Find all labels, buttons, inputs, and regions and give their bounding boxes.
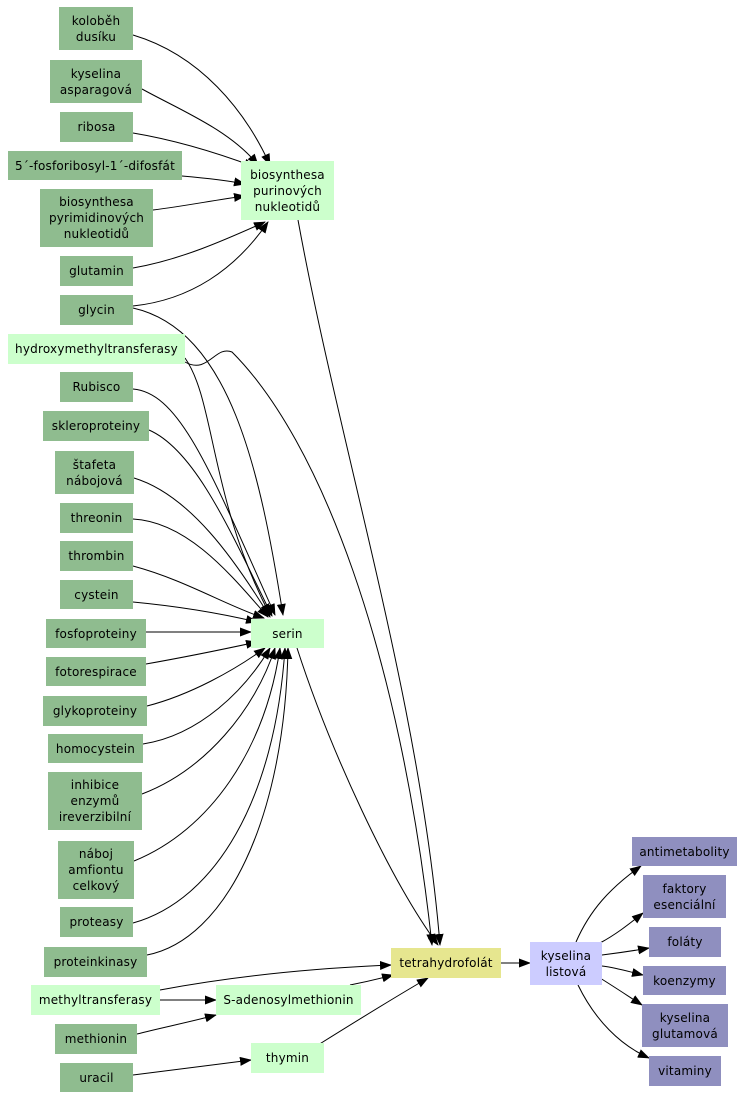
edge-thymin-to-thf [317, 977, 429, 1046]
node-rubisco[interactable]: Rubisco [60, 372, 133, 402]
edge-fosforibosyl-to-biopur [181, 175, 246, 187]
edge-asparag-to-biopur [141, 88, 259, 166]
node-thrombin[interactable]: thrombin [60, 541, 133, 571]
node-glykoproteiny[interactable]: glykoproteiny [43, 696, 147, 726]
node-proteasy[interactable]: proteasy [60, 907, 133, 937]
edge-glutamin-to-biopur [132, 221, 266, 269]
edge-stafeta-to-serin [133, 477, 271, 618]
node-kyselina-glutamova[interactable]: kyselina glutamová [642, 1004, 728, 1047]
edge-proteasy-to-serin [132, 647, 289, 924]
node-vitaminy[interactable]: vitaminy [649, 1056, 721, 1086]
node-skleroproteiny[interactable]: skleroproteiny [43, 411, 149, 441]
edge-methionin-to-sadenosyl [136, 1013, 217, 1035]
edge-serin-to-thf [296, 647, 439, 946]
node-s-adenosylmethionin[interactable]: S-adenosylmethionin [216, 985, 361, 1015]
node-proteinkinasy[interactable]: proteinkinasy [44, 947, 147, 977]
node-antimetabolity[interactable]: antimetabolity [632, 837, 737, 866]
edge-listova-to-faktory [599, 912, 644, 944]
node-methyltransferasy[interactable]: methyltransferasy [31, 985, 160, 1015]
node-uracil[interactable]: uracil [60, 1063, 133, 1092]
node-homocystein[interactable]: homocystein [48, 734, 143, 763]
edge-glycin-to-biopur [132, 221, 269, 307]
edge-inhibice-to-serin [141, 647, 276, 795]
edge-listova-to-vitaminy [577, 984, 650, 1059]
edge-methyltrans-to-thf [159, 960, 392, 991]
node-faktory-esencialni[interactable]: faktory esenciální [643, 875, 726, 918]
edge-rubisco-to-serin [132, 388, 276, 616]
node-biosynthesa-purinovych[interactable]: biosynthesa purinových nukleotidů [241, 161, 334, 220]
edge-hydroxy-to-thf [184, 350, 436, 946]
node-glycin[interactable]: glycin [60, 295, 133, 325]
node-kyselina-asparagova[interactable]: kyselina asparagová [50, 60, 142, 103]
node-fosforibosyl-difosfat[interactable]: 5´-fosforibosyl-1´-difosfát [8, 151, 182, 180]
node-biosynthesa-pyrimidinovych[interactable]: biosynthesa pyrimidinových nukleotidů [40, 189, 153, 247]
node-stafeta-nabojova[interactable]: štafeta nábojová [55, 451, 134, 494]
edge-biopyr-to-biopur [152, 192, 246, 211]
node-kyselina-listova[interactable]: kyselina listová [530, 942, 602, 985]
edge-biopur-to-thf [297, 219, 444, 946]
edge-listova-to-koenzymy [601, 965, 644, 977]
edge-listova-to-folaty [601, 945, 650, 956]
edge-listova-to-glutamova [599, 977, 643, 1006]
edge-fotoresp-to-serin [145, 639, 258, 665]
node-koenzymy[interactable]: koenzymy [643, 966, 726, 995]
edge-listova-to-antimet [575, 865, 642, 943]
edge-glycin-to-serin [132, 307, 286, 616]
node-kolobeh-dusiku[interactable]: koloběh dusíku [59, 7, 133, 50]
node-tetrahydrofolat[interactable]: tetrahydrofolát [391, 948, 501, 978]
edge-sadenosyl-to-thf [349, 973, 394, 986]
edge-sklero-to-serin [148, 429, 273, 617]
edge-glykoprot-to-serin [146, 647, 266, 707]
node-naboj-amfiontu[interactable]: náboj amfiontu celkový [58, 841, 134, 899]
node-inhibice-enzymu[interactable]: inhibice enzymů ireverzibilní [48, 772, 142, 830]
node-methionin[interactable]: methionin [55, 1024, 137, 1054]
edge-cystein-to-serin [132, 601, 258, 624]
edge-kolobeh-to-biopur [132, 34, 271, 166]
edge-naboj-to-serin [133, 647, 283, 862]
node-fosfoproteiny[interactable]: fosfoproteiny [46, 619, 146, 648]
node-cystein[interactable]: cystein [60, 580, 133, 609]
node-glutamin[interactable]: glutamin [60, 256, 133, 286]
edge-proteinkin-to-serin [146, 647, 293, 956]
node-threonin[interactable]: threonin [60, 503, 133, 533]
node-thymin[interactable]: thymin [251, 1043, 324, 1073]
node-serin[interactable]: serin [251, 619, 324, 648]
edge-homocystein-to-serin [142, 647, 271, 745]
edge-threonin-to-serin [132, 518, 269, 618]
node-folaty[interactable]: foláty [649, 927, 721, 957]
node-hydroxymethyltransferasy[interactable]: hydroxymethyltransferasy [8, 334, 185, 364]
node-fotorespirace[interactable]: fotorespirace [46, 657, 146, 686]
edge-thrombin-to-serin [132, 565, 265, 619]
node-ribosa[interactable]: ribosa [60, 112, 133, 142]
edges-layer [132, 34, 650, 1076]
edge-uracil-to-thymin [132, 1056, 252, 1076]
